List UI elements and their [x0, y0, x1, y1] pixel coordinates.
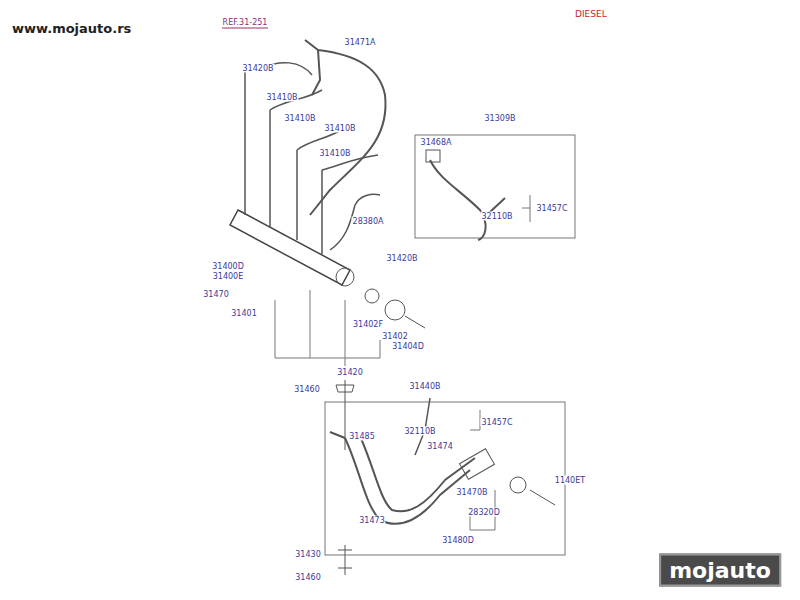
- part-number: 31400D: [211, 262, 245, 271]
- part-number: 31410B: [324, 124, 357, 133]
- part-number: 31410B: [284, 114, 317, 123]
- part-number: 31420: [336, 368, 363, 377]
- bolt: [405, 316, 425, 328]
- part-number: 31420B: [242, 64, 275, 73]
- ref-underline: [222, 28, 268, 29]
- part-number: 31471A: [344, 38, 377, 47]
- bracket: [522, 195, 530, 222]
- part-number: 31400E: [212, 272, 245, 281]
- part-number: 31410B: [266, 93, 299, 102]
- part-number: 31420B: [386, 254, 419, 263]
- group-frame: [415, 135, 575, 238]
- bolt: [530, 490, 555, 505]
- seal: [510, 477, 526, 493]
- part-number: 31440B: [409, 382, 442, 391]
- engine-type-note: DIESEL: [575, 9, 607, 19]
- injector-pipe: [245, 70, 322, 254]
- part-number: 31401: [230, 309, 257, 318]
- part-number: 31470: [202, 290, 229, 299]
- reference-note: REF.31-251: [222, 18, 269, 27]
- part-number: 31410B: [319, 149, 352, 158]
- part-number: 31402F: [352, 320, 384, 329]
- return-hose: [305, 40, 386, 215]
- part-number: 31430: [294, 550, 321, 559]
- watermark-url: www.mojauto.rs: [12, 21, 131, 36]
- part-number: 31480D: [441, 536, 475, 545]
- part-number: 31404D: [391, 342, 425, 351]
- watermark-logo: mojauto: [659, 554, 781, 587]
- part-number: 31402: [381, 332, 408, 341]
- part-number: 31460: [293, 385, 320, 394]
- part-number: 31474: [426, 442, 453, 451]
- group-frame: [325, 402, 565, 555]
- regulator: [385, 300, 405, 320]
- part-number: 32110B: [404, 427, 437, 436]
- part-number: 31468A: [420, 138, 453, 147]
- part-number: 31470B: [456, 488, 489, 497]
- part-number: 31457C: [535, 204, 568, 213]
- part-number: 28320D: [467, 508, 501, 517]
- filter-fitting: [460, 449, 495, 480]
- part-number: 1140ET: [554, 476, 586, 485]
- fitting: [338, 545, 352, 575]
- fuel-hose: [330, 432, 475, 524]
- part-number: 31485: [348, 432, 375, 441]
- part-number: 31309B: [484, 114, 517, 123]
- part-number: 31457C: [480, 418, 513, 427]
- part-number: 31473: [358, 516, 385, 525]
- hose: [430, 160, 505, 240]
- part-number: 28380A: [352, 217, 385, 226]
- seal: [365, 289, 379, 303]
- part-number: 31460: [294, 573, 321, 582]
- pressure-sensor: [336, 268, 354, 286]
- common-rail: [230, 210, 350, 285]
- fitting: [426, 150, 440, 162]
- part-number: 32110B: [481, 212, 514, 221]
